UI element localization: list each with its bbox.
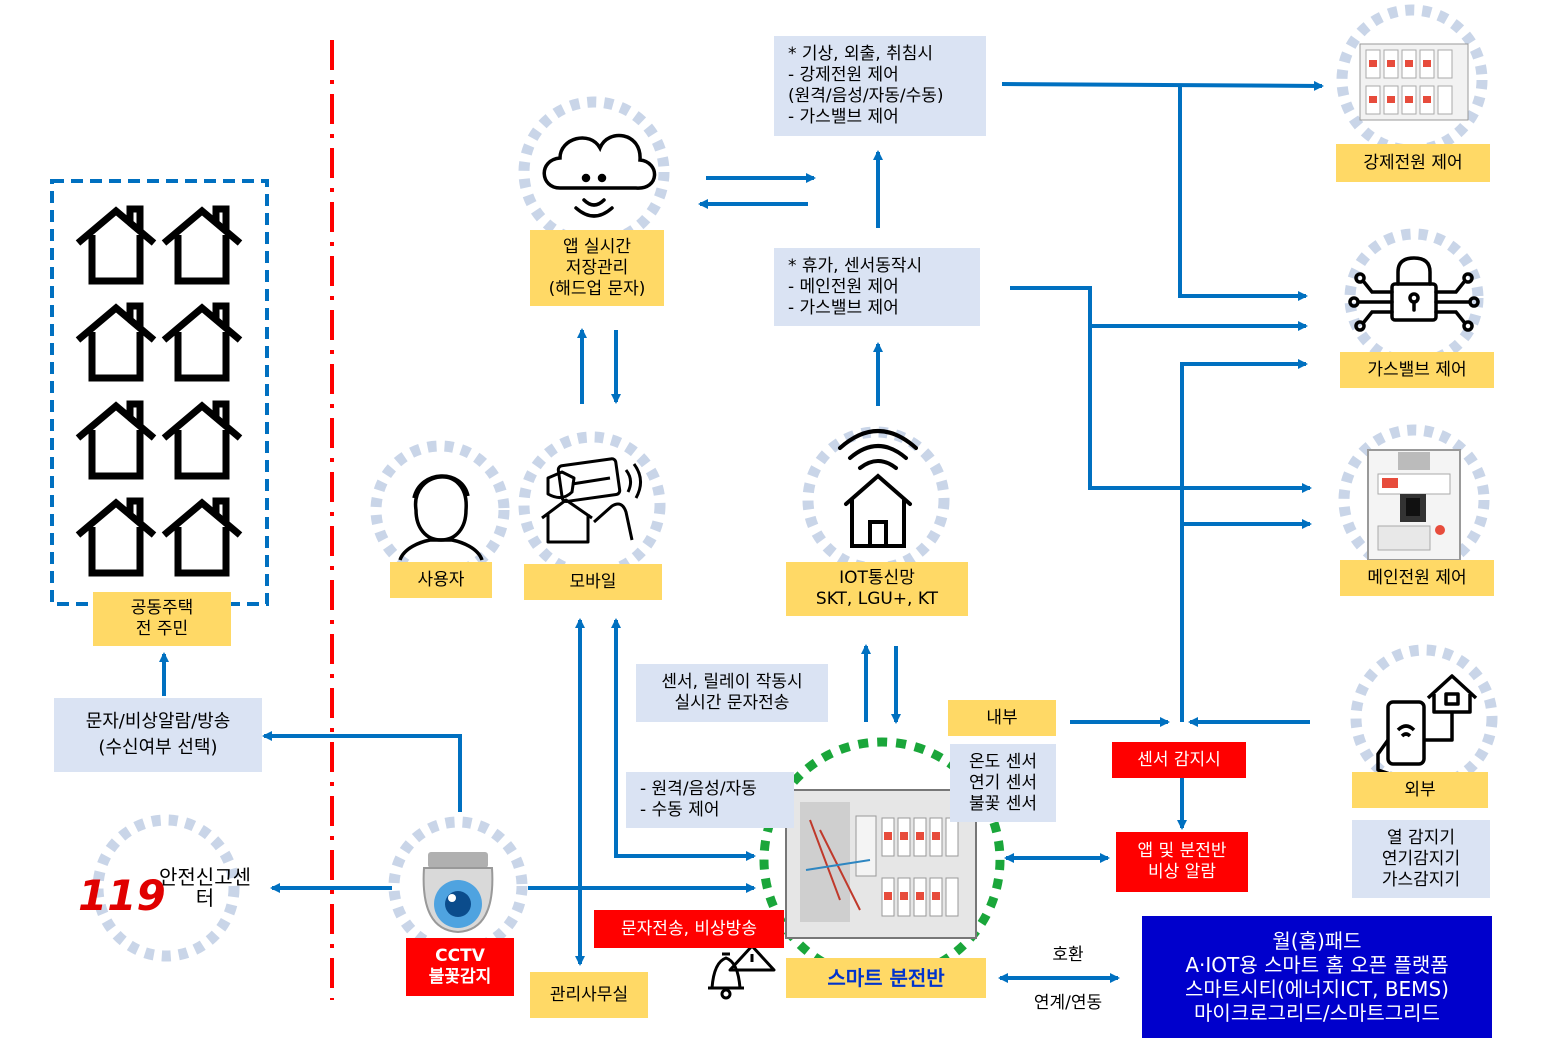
residents-label: 공동주택 전 주민 <box>93 592 231 646</box>
compat-label: 호환 <box>1052 944 1084 965</box>
house-icon <box>161 497 243 577</box>
platform-label: 월(홈)패드 A·IOT용 스마트 홈 오픈 플랫폼 스마트시티(에너지ICT,… <box>1142 916 1492 1038</box>
text-broadcast-label: 문자전송, 비상방송 <box>594 910 784 948</box>
user-icon <box>398 474 484 561</box>
mobile-label: 모바일 <box>524 564 662 600</box>
safety-halo <box>92 814 240 962</box>
scenario-absence-label: * 기상, 외출, 취침시 - 강제전원 제어 (원격/음성/자동/수동) - … <box>774 36 986 136</box>
house-icon <box>161 302 243 382</box>
relay-text-label: 센서, 릴레이 작동시 실시간 문자전송 <box>636 664 828 722</box>
mobile-security-icon <box>541 457 642 544</box>
house-icon <box>161 205 243 285</box>
app-alarm-label: 앱 및 분전반 비상 알람 <box>1116 832 1248 892</box>
breaker-strip-icon <box>1359 43 1469 121</box>
external-label: 외부 <box>1352 772 1488 808</box>
arrow-vacation-route <box>1010 286 1308 331</box>
house-icon <box>75 400 157 480</box>
breaker-panel-icon <box>785 789 977 939</box>
cctv-camera-icon <box>422 852 494 934</box>
smart-panel-halo <box>759 737 1005 983</box>
scenario-vacation-label: * 휴가, 센서동작시 - 메인전원 제어 - 가스밸브 제어 <box>774 248 980 326</box>
circuit-breaker-icon <box>1367 449 1461 561</box>
fire-119-logo: 119 <box>78 871 166 920</box>
sensors-internal-label: 온도 센서 연기 센서 불꽃 센서 <box>950 744 1056 822</box>
smart-panel-label: 스마트 분전반 <box>786 958 986 998</box>
sensors-external-label: 열 감지기 연기감지기 가스감지기 <box>1352 820 1490 898</box>
internal-label: 내부 <box>948 700 1056 736</box>
mobile-halo <box>518 431 666 579</box>
main-power-label: 메인전원 제어 <box>1340 560 1494 596</box>
apartment-block <box>50 179 269 606</box>
lock-halo <box>1344 228 1484 368</box>
link-label: 연계/연동 <box>1033 992 1103 1013</box>
cloud-icon <box>542 133 657 218</box>
forced-power-label: 강제전원 제어 <box>1336 144 1490 182</box>
warning-icon <box>728 944 776 972</box>
arrow-absence-to-gas <box>1178 84 1308 301</box>
user-label: 사용자 <box>390 562 492 598</box>
cctv-halo <box>388 816 528 956</box>
user-halo <box>370 440 510 580</box>
wifi-house-icon <box>838 429 918 548</box>
iot-network-label: IOT통신망 SKT, LGU+, KT <box>786 562 968 616</box>
remote-manual-label: - 원격/음성/자동 - 수동 제어 <box>626 772 794 828</box>
house-icon-grid <box>75 205 243 577</box>
sensor-detect-label: 센서 감지시 <box>1112 742 1246 778</box>
arrow-cctv-to-notify <box>262 731 462 812</box>
house-icon <box>161 400 243 480</box>
arrow-absence-to-forced-power <box>1001 80 1324 91</box>
cctv-label: CCTV 불꽃감지 <box>406 938 514 996</box>
safety-center-label: 안전신고센터 <box>159 865 251 910</box>
lock-circuit-icon <box>1348 256 1480 332</box>
safety-logo-text: 119 <box>78 871 166 920</box>
office-label: 관리사무실 <box>530 972 648 1018</box>
house-icon <box>75 302 157 382</box>
bell-icon <box>708 952 744 1000</box>
arrow-sensor-to-gas <box>1180 359 1308 722</box>
app-storage-label: 앱 실시간 저장관리 (해드업 문자) <box>530 230 664 306</box>
arrow-vacation-to-main-power <box>1088 326 1312 493</box>
house-icon <box>75 205 157 285</box>
house-icon <box>75 497 157 577</box>
notify-label: 문자/비상알람/방송 (수신여부 선택) <box>54 698 262 772</box>
gas-valve-label: 가스밸브 제어 <box>1340 352 1494 388</box>
phone-house-icon <box>1376 674 1478 778</box>
